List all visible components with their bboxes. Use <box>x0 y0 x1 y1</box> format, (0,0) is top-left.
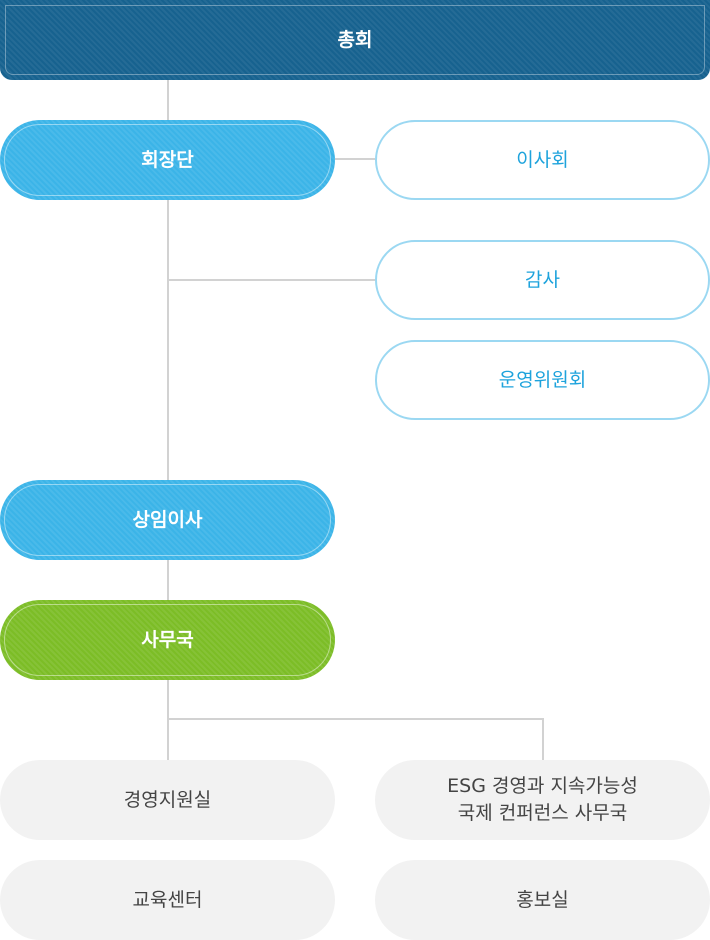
node-label-pr-office: 홍보실 <box>516 888 569 911</box>
connector-main-trunk <box>167 80 169 600</box>
connector-secretariat-branch <box>169 718 544 720</box>
connector-presidency-board <box>335 158 375 160</box>
node-label-secretariat: 사무국 <box>141 628 194 651</box>
node-education-center: 교육센터 <box>0 860 335 940</box>
node-steering-committee: 운영위원회 <box>375 340 710 420</box>
node-audit: 감사 <box>375 240 710 320</box>
connector-trunk-audit <box>169 279 375 281</box>
node-pr-office: 홍보실 <box>375 860 710 940</box>
node-label-presidency: 회장단 <box>141 148 194 171</box>
node-standing-director: 상임이사 <box>0 480 335 560</box>
node-label-management-support: 경영지원실 <box>123 788 212 811</box>
node-label-steering-committee: 운영위원회 <box>498 368 587 391</box>
connector-esg-drop <box>542 718 544 760</box>
node-presidency: 회장단 <box>0 120 335 200</box>
node-management-support: 경영지원실 <box>0 760 335 840</box>
node-esg-conference-office: ESG 경영과 지속가능성 국제 컨퍼런스 사무국 <box>375 760 710 840</box>
node-label-board: 이사회 <box>516 148 569 171</box>
node-label-standing-director: 상임이사 <box>132 508 203 531</box>
node-general-assembly: 총회 <box>0 0 710 80</box>
node-label-esg-conference-office: ESG 경영과 지속가능성 국제 컨퍼런스 사무국 <box>447 775 638 824</box>
node-board: 이사회 <box>375 120 710 200</box>
node-label-audit: 감사 <box>525 268 560 291</box>
node-label-education-center: 교육센터 <box>132 888 203 911</box>
node-secretariat: 사무국 <box>0 600 335 680</box>
connector-secretariat-down <box>167 680 169 760</box>
node-label-general-assembly: 총회 <box>337 28 373 51</box>
